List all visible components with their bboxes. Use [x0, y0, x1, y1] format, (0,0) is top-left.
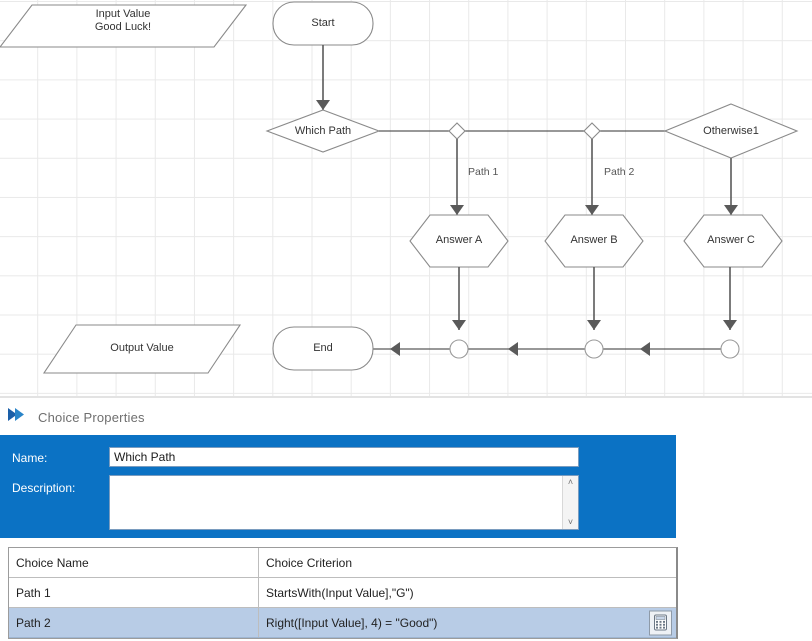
scroll-down-icon[interactable]: ˅ [567, 517, 574, 527]
cell-choice-criterion[interactable]: StartsWith(Input Value],"G") [258, 577, 676, 608]
calculator-icon[interactable] [649, 610, 672, 635]
merge-node-c [720, 339, 740, 359]
choices-table[interactable]: Choice Name Choice Criterion Path 1 Star… [8, 547, 678, 639]
node-otherwise1-shape [663, 103, 799, 159]
node-answer-a-shape [409, 214, 509, 268]
table-row[interactable]: Path 1 StartsWith(Input Value],"G") [9, 577, 676, 608]
junction-diamond-path1 [448, 122, 466, 140]
criterion-text: Right([Input Value], 4) = "Good") [266, 615, 438, 630]
name-input[interactable] [109, 447, 579, 467]
edge-label-path-2: Path 2 [604, 166, 635, 178]
flowchart-graphics [0, 1, 799, 374]
choice-properties-header: Choice Properties [0, 400, 812, 434]
name-label: Name: [12, 451, 48, 465]
description-input[interactable] [110, 476, 562, 529]
node-which-path-shape [265, 109, 381, 153]
scroll-up-icon[interactable]: ˄ [567, 477, 574, 487]
node-output-value-shape [42, 324, 242, 374]
blue-arrow-icon [6, 406, 28, 428]
node-end-shape [272, 326, 374, 371]
flowchart-canvas[interactable]: Input Value Good Luck! Start Which Path … [0, 0, 812, 398]
edge-label-path-1: Path 1 [468, 166, 499, 178]
node-start-shape [272, 1, 374, 46]
table-row[interactable]: Path 2 Right([Input Value], 4) = "Good") [9, 607, 676, 638]
description-label: Description: [12, 481, 76, 495]
table-header-row: Choice Name Choice Criterion [9, 548, 676, 578]
description-field-wrapper[interactable]: ˄ ˅ [109, 475, 579, 530]
column-header-choice-name: Choice Name [9, 548, 259, 578]
node-answer-c-shape [683, 214, 783, 268]
merge-node-b [584, 339, 604, 359]
junction-diamond-path2 [583, 122, 601, 140]
cell-choice-name[interactable]: Path 1 [9, 577, 259, 608]
cell-choice-name[interactable]: Path 2 [9, 607, 259, 638]
node-answer-b-shape [544, 214, 644, 268]
column-header-choice-criterion: Choice Criterion [258, 548, 676, 578]
cell-choice-criterion[interactable]: Right([Input Value], 4) = "Good") [258, 607, 676, 638]
page-title: Choice Properties [38, 409, 145, 425]
merge-node-a [449, 339, 469, 359]
node-input-value-shape [0, 4, 248, 48]
description-scrollbar[interactable]: ˄ ˅ [562, 476, 578, 529]
